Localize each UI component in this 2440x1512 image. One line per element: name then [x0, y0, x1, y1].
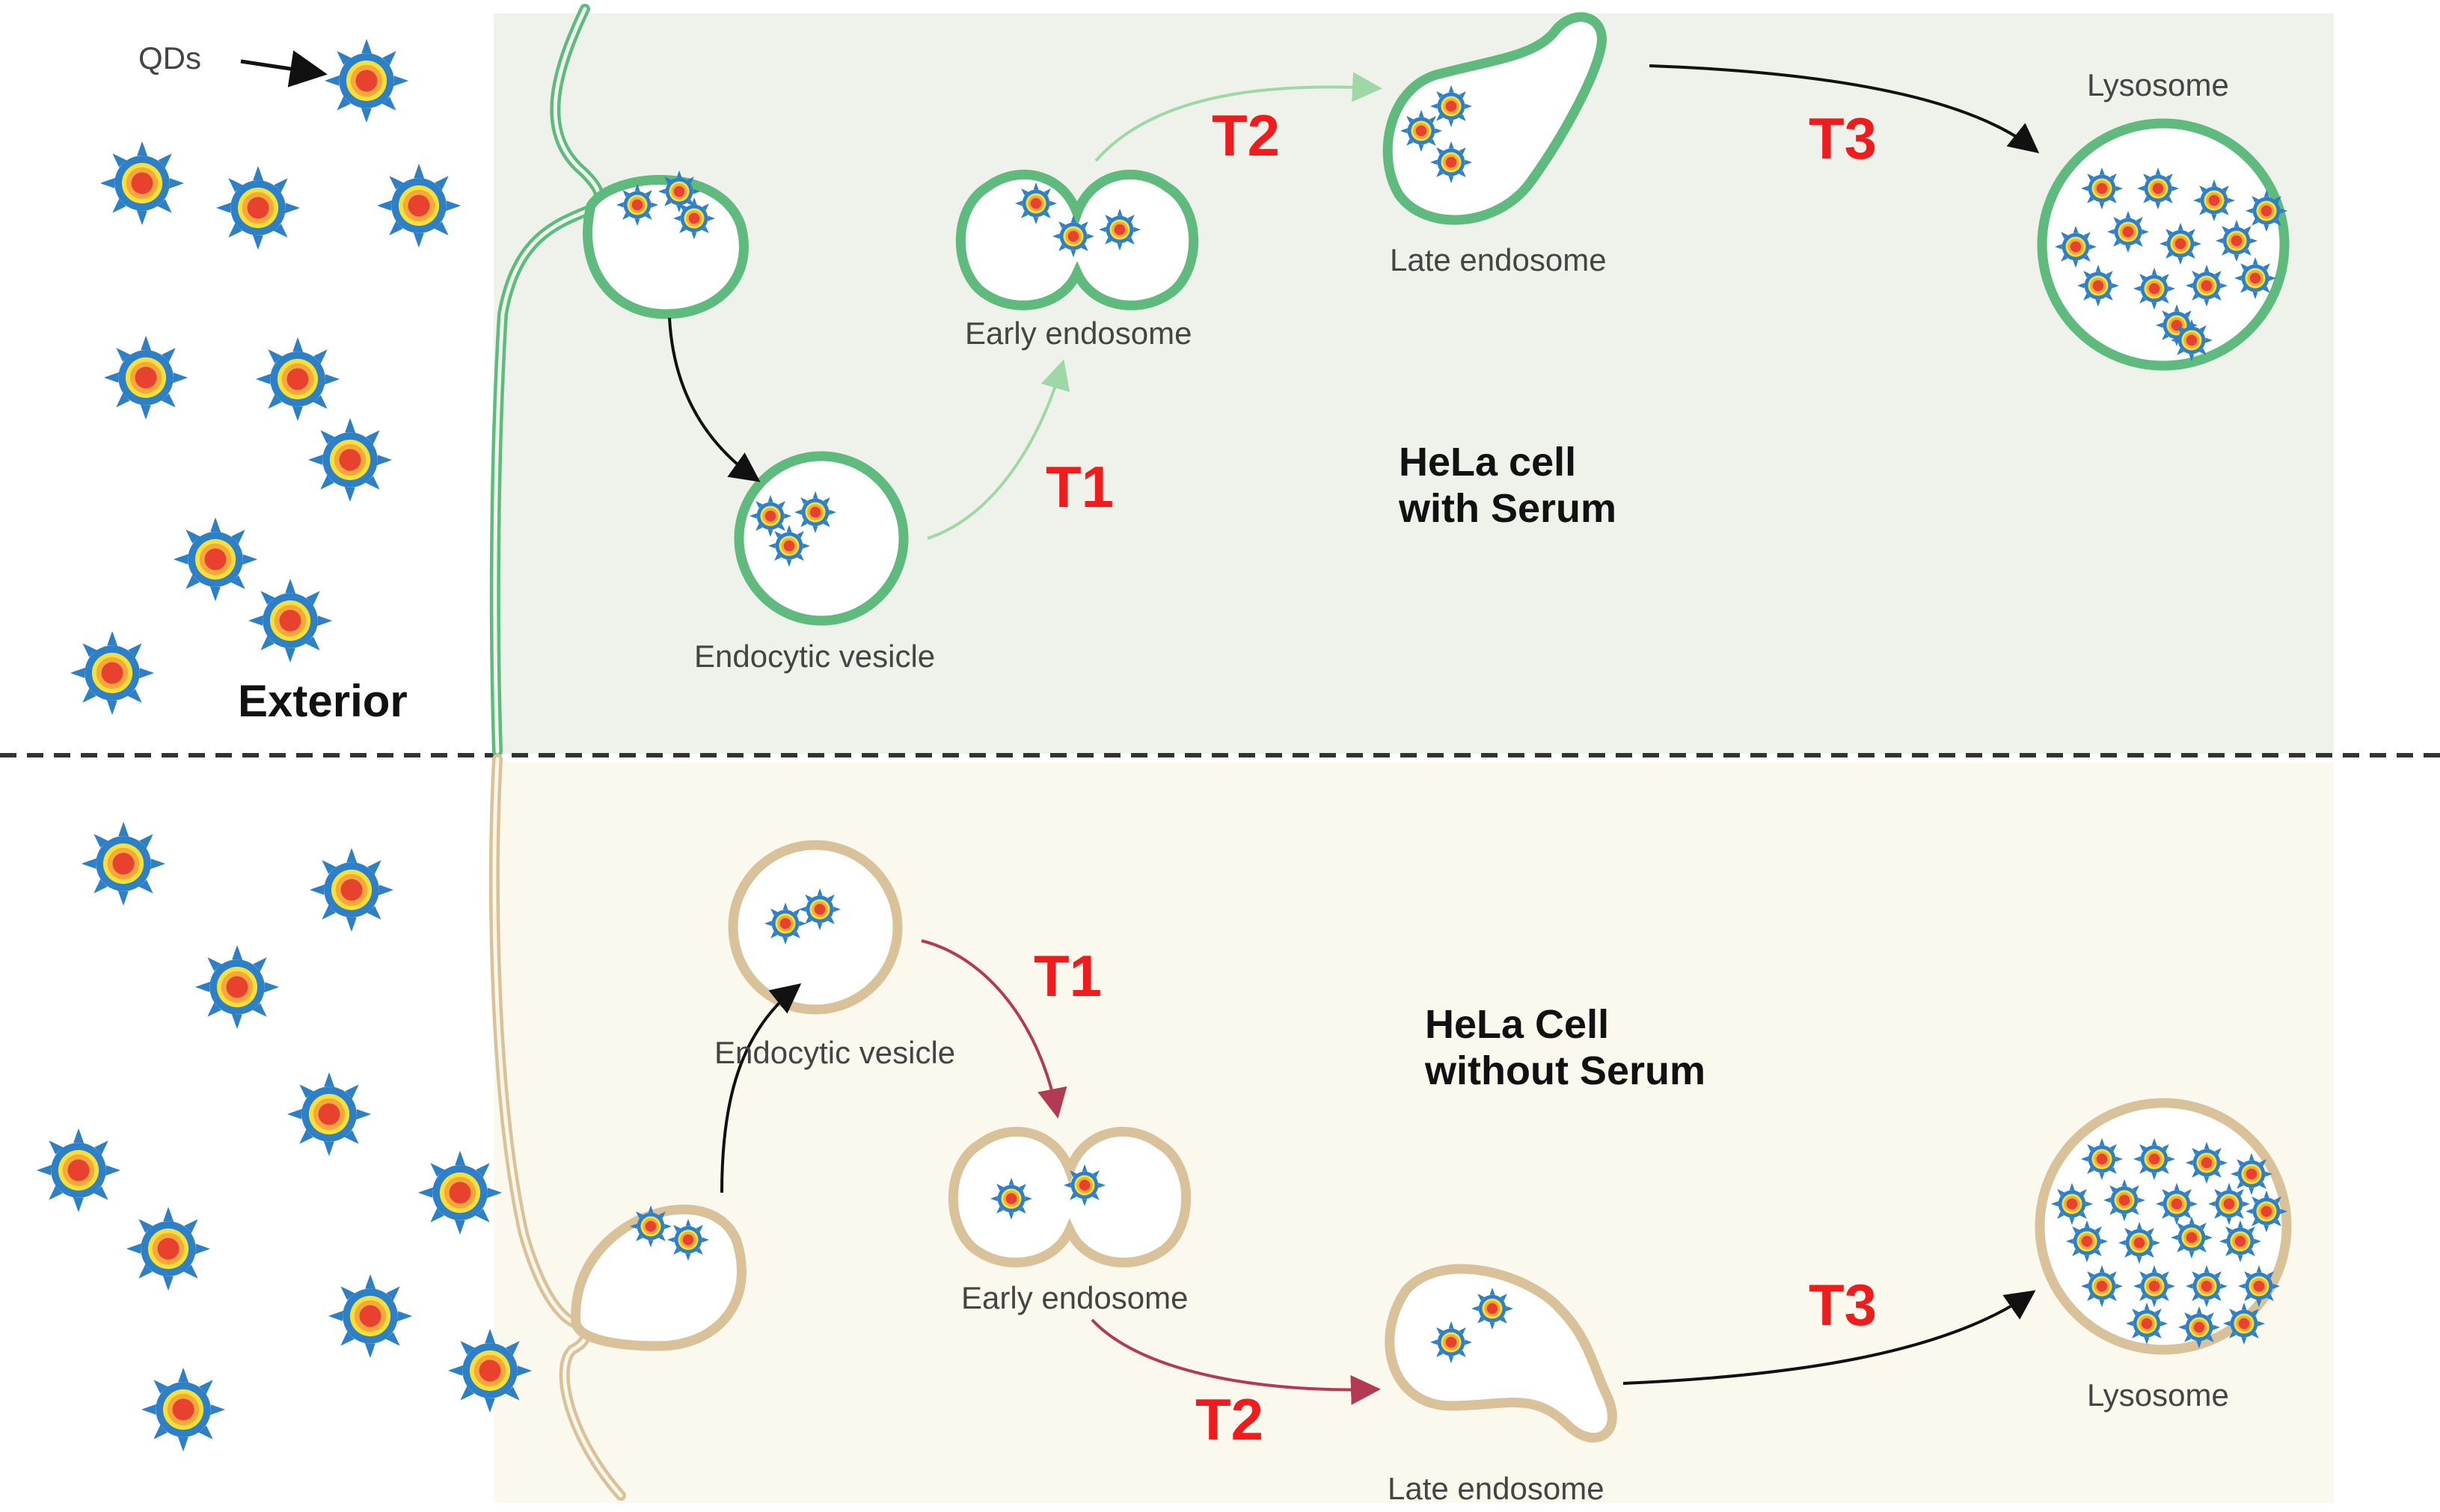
qd-particle: [990, 1177, 1033, 1220]
qd-particle: [616, 183, 659, 227]
qds-pointer-arrow: [240, 50, 328, 87]
noserum-t1-arrow: [921, 939, 1067, 1119]
serum-t3-arrow: [1649, 64, 2040, 153]
bottom-cell-label-line1: HeLa Cell: [1425, 1002, 1609, 1047]
noserum-late-endosome: [1385, 1264, 1617, 1442]
serum-membrane-inner: [493, 7, 601, 754]
noserum-t2-arrow: [1091, 1318, 1381, 1405]
qd-particle: [794, 491, 837, 534]
serum-endocytic-vesicle-label: Endocytic vesicle: [694, 639, 935, 674]
serum-early-endosome-label: Early endosome: [965, 316, 1192, 351]
noserum-t3-arrow: [1622, 1290, 2036, 1385]
noserum-t3-label: T3: [1809, 1272, 1877, 1338]
noserum-pit-to-vesicle-arrow: [720, 983, 802, 1193]
qd-particle: [1052, 215, 1095, 258]
serum-t2-arrow: [1094, 72, 1382, 162]
serum-t3-label: T3: [1809, 105, 1877, 171]
qd-particle: [629, 1205, 672, 1248]
noserum-early-endosome: [948, 1126, 1192, 1267]
serum-endocytic-vesicle: [734, 451, 909, 626]
qd-particle: [1429, 84, 1473, 128]
serum-pit-to-vesicle-arrow: [668, 317, 761, 482]
serum-t1-label: T1: [1046, 454, 1114, 520]
serum-late-endosome-label: Late endosome: [1390, 242, 1607, 277]
exterior-label: Exterior: [238, 676, 408, 726]
top-cell-label-line1: HeLa cell: [1399, 440, 1576, 485]
noserum-early-endosome-label: Early endosome: [961, 1280, 1189, 1315]
qd-particle: [666, 1218, 710, 1261]
serum-t2-label: T2: [1212, 102, 1280, 168]
qd-particle: [1098, 208, 1141, 251]
noserum-t2-label: T2: [1195, 1386, 1263, 1452]
qd-particle: [1429, 141, 1473, 184]
qd-particle: [1063, 1164, 1106, 1207]
exterior-qds-bottom: [36, 821, 533, 1452]
serum-forming-pit: [583, 174, 749, 319]
exterior-qds-top: [70, 38, 462, 716]
qd-particle: [672, 197, 716, 240]
qd-particle: [749, 494, 792, 538]
qd-particle: [1400, 109, 1443, 153]
noserum-membrane-inner: [492, 757, 623, 1498]
qd-particle: [767, 524, 811, 568]
qds-label: QDs: [138, 40, 201, 76]
noserum-endocytic-vesicle: [728, 840, 903, 1015]
qd-particle: [1014, 182, 1058, 225]
serum-lysosome-label: Lysosome: [2087, 67, 2229, 102]
bottom-cell-label-line2: without Serum: [1424, 1048, 1705, 1093]
top-cell-label-line2: with Serum: [1398, 486, 1616, 531]
qd-particle: [1429, 1321, 1473, 1364]
qd-particle: [1471, 1287, 1514, 1330]
qd-particle: [798, 888, 842, 931]
noserum-late-endosome-label: Late endosome: [1388, 1471, 1604, 1506]
noserum-t1-label: T1: [1034, 943, 1102, 1009]
noserum-lysosome-label: Lysosome: [2087, 1377, 2229, 1413]
serum-t1-arrow: [927, 359, 1070, 540]
noserum-endocytic-vesicle-label: Endocytic vesicle: [714, 1035, 955, 1070]
